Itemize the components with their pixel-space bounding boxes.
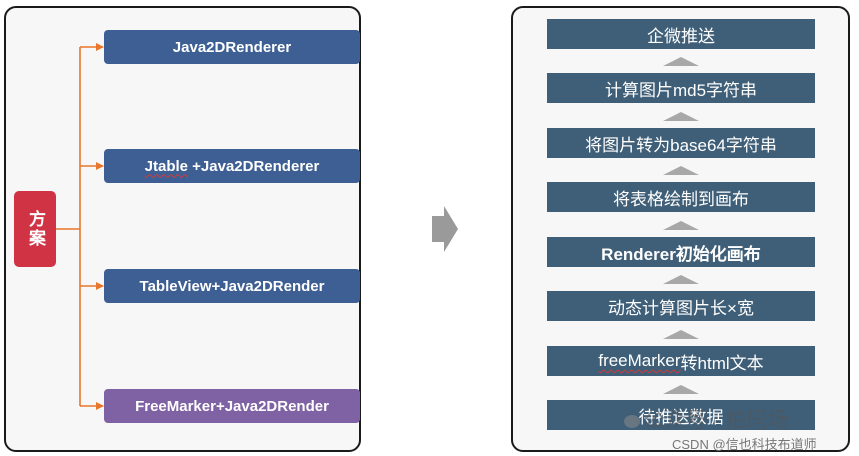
- step-compute-md5: 计算图片md5字符串: [547, 73, 815, 103]
- step-to-base64: 将图片转为base64字符串: [547, 128, 815, 158]
- step-label-freemarker: freeMarker: [598, 351, 681, 370]
- option-jtable-java2drenderer: Jtable +Java2DRenderer: [104, 149, 360, 183]
- watermark-account: 公众号 · 拍码场: [624, 404, 789, 434]
- step-label-suffix: 转html文本: [680, 353, 764, 373]
- step-wecom-push: 企微推送: [547, 19, 815, 49]
- option-tableview-java2drender: TableView+Java2DRender: [104, 269, 360, 303]
- option-label-jtable: Jtable: [144, 157, 188, 175]
- step-init-canvas: Renderer初始化画布: [547, 237, 815, 267]
- option-label: FreeMarker+Java2DRender: [135, 397, 329, 415]
- flow-arrow-icon: [432, 206, 458, 252]
- options-panel: [4, 6, 361, 452]
- option-freemarker-java2drender: FreeMarker+Java2DRender: [104, 389, 360, 423]
- step-pending-data: 待推送数据: [547, 400, 815, 430]
- root-node: 方案: [14, 191, 56, 267]
- step-compute-size: 动态计算图片长×宽: [547, 291, 815, 321]
- watermark-csdn: CSDN @信也科技布道师: [672, 437, 817, 452]
- option-label: Java2DRenderer: [172, 38, 292, 56]
- step-draw-table: 将表格绘制到画布: [547, 182, 815, 212]
- wechat-icon: [624, 414, 640, 428]
- option-java2drenderer: Java2DRenderer: [104, 30, 360, 64]
- option-label-suffix: +Java2DRenderer: [188, 157, 320, 175]
- option-label: TableView+Java2DRender: [139, 277, 325, 295]
